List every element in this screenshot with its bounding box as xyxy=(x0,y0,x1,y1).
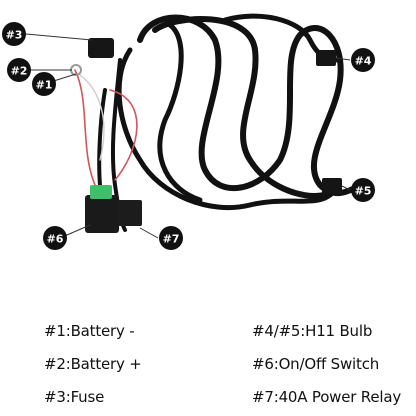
legend-battery-positive: #2:Battery + xyxy=(44,355,142,373)
callout-2-text: #2 xyxy=(11,65,28,78)
callout-4-text: #4 xyxy=(355,55,372,68)
callout-badge-5: #5 xyxy=(351,178,375,202)
callout-badge-1: #1 xyxy=(32,72,56,96)
callout-badge-6: #6 xyxy=(43,226,67,250)
switch-body xyxy=(85,195,119,233)
legend-battery-negative: #1:Battery - xyxy=(44,322,135,340)
harness-wires xyxy=(97,13,358,232)
bulb-connector-bottom xyxy=(322,178,342,194)
legend-relay: #7:40A Power Relay xyxy=(252,388,402,406)
legend-bulb: #4/#5:H11 Bulb xyxy=(252,322,373,340)
switch-green-lens xyxy=(90,185,112,199)
legend-switch: #6:On/Off Switch xyxy=(252,355,380,373)
callout-badge-4: #4 xyxy=(351,48,375,72)
callout-badge-2: #2 xyxy=(7,58,31,82)
thin-wires xyxy=(74,69,138,186)
fuse-holder xyxy=(88,38,114,58)
relay-body xyxy=(118,200,142,226)
callout-7-text: #7 xyxy=(163,233,180,246)
callout-badge-3: #3 xyxy=(2,22,26,46)
wiring-harness-photo: #3 #2 #1 #4 #5 #6 #7 xyxy=(2,13,375,250)
callout-3-text: #3 xyxy=(6,29,23,42)
callout-1-text: #1 xyxy=(36,79,53,92)
bulb-connector-top xyxy=(316,50,336,66)
callout-5-text: #5 xyxy=(355,185,372,198)
callout-badge-7: #7 xyxy=(159,226,183,250)
callout-6-text: #6 xyxy=(47,233,64,246)
legend-fuse: #3:Fuse xyxy=(44,388,105,406)
